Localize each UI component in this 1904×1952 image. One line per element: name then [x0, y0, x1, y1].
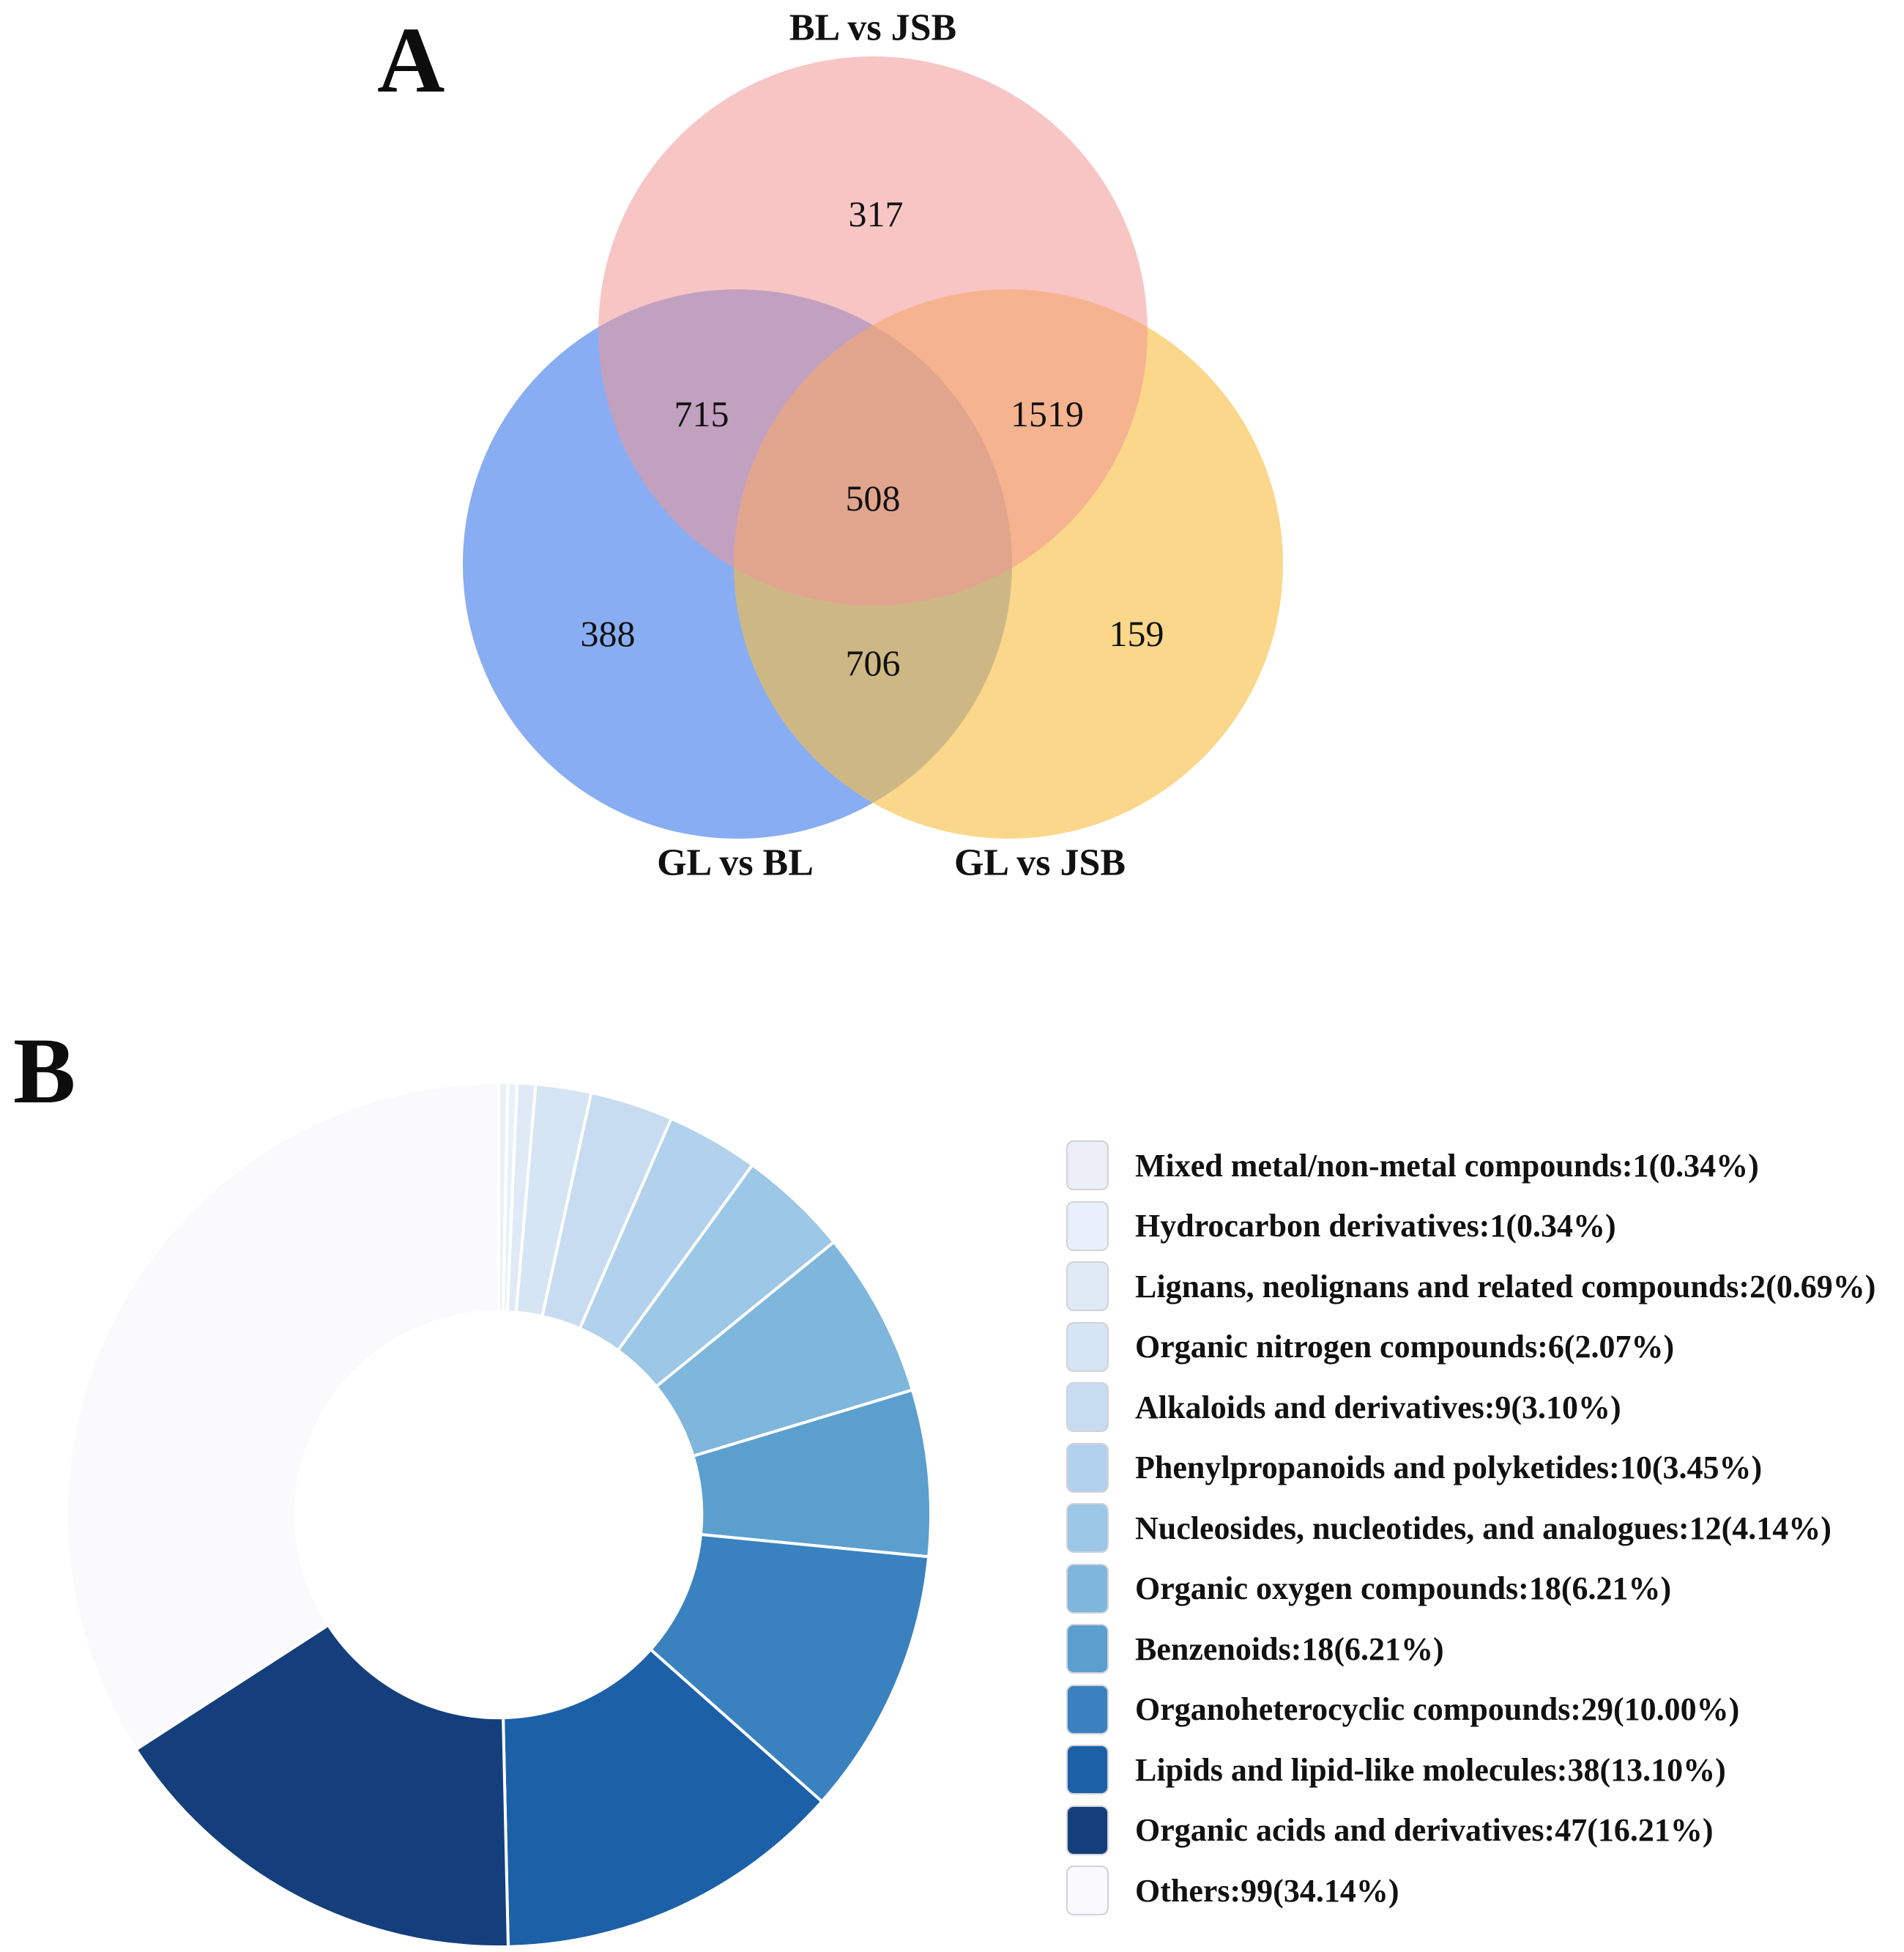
venn-count-all-three: 508: [845, 478, 901, 519]
legend-item-benzenoids: Benzenoids:18(6.21%): [1066, 1623, 1444, 1674]
venn-count-bl-jsb-and-gl-jsb: 1519: [1011, 393, 1084, 434]
legend-label-organoheterocyclic-compounds: Organoheterocyclic compounds:29(10.00%): [1135, 1691, 1740, 1727]
venn-count-bl-jsb-and-gl-bl: 715: [674, 393, 729, 434]
legend-item-organoheterocyclic-compounds: Organoheterocyclic compounds:29(10.00%): [1066, 1684, 1739, 1735]
legend-label-others: Others:99(34.14%): [1135, 1872, 1399, 1909]
legend-swatch-phenylpropanoids-and-polyketides: [1066, 1442, 1109, 1493]
venn-set-label-gl-vs-bl: GL vs BL: [657, 842, 814, 884]
legend-swatch-others: [1066, 1866, 1109, 1915]
legend-item-alkaloids-and-derivatives: Alkaloids and derivatives:9(3.10%): [1066, 1381, 1621, 1433]
legend-swatch-lignans-neolignans-and-related-compounds: [1066, 1261, 1109, 1311]
legend-swatch-organic-oxygen-compounds: [1066, 1563, 1109, 1614]
legend-item-lipids-and-lipid-like-molecules: Lipids and lipid-like molecules:38(13.10…: [1066, 1744, 1726, 1795]
donut-slices-group: [65, 1080, 932, 1948]
venn-count-gl-bl-and-gl-jsb: 706: [845, 642, 901, 683]
legend-item-others: Others:99(34.14%): [1066, 1865, 1399, 1916]
donut-chart: [65, 1080, 932, 1948]
legend-swatch-organic-acids-and-derivatives: [1066, 1805, 1109, 1855]
donut-slice-organic-acids-and-derivatives: [134, 1623, 510, 1948]
legend-item-hydrocarbon-derivatives: Hydrocarbon derivatives:1(0.34%): [1066, 1200, 1616, 1252]
legend-swatch-organoheterocyclic-compounds: [1066, 1684, 1109, 1734]
venn-count-gl-bl-only: 388: [580, 613, 636, 654]
legend-item-organic-nitrogen-compounds: Organic nitrogen compounds:6(2.07%): [1066, 1321, 1674, 1373]
legend-item-mixed-metal-non-metal-compounds: Mixed metal/non-metal compounds:1(0.34%): [1066, 1140, 1759, 1191]
legend-label-phenylpropanoids-and-polyketides: Phenylpropanoids and polyketides:10(3.45…: [1135, 1450, 1763, 1485]
legend-label-organic-acids-and-derivatives: Organic acids and derivatives:47(16.21%): [1135, 1812, 1714, 1848]
legend-label-mixed-metal-non-metal-compounds: Mixed metal/non-metal compounds:1(0.34%): [1135, 1147, 1759, 1184]
panel-a-label: A: [377, 8, 445, 112]
legend-label-nucleosides-nucleotides-and-analogues: Nucleosides, nucleotides, and analogues:…: [1135, 1510, 1832, 1546]
donut-slice-others: [65, 1081, 500, 1751]
legend-item-lignans-neolignans-and-related-compounds: Lignans, neolignans and related compound…: [1066, 1261, 1875, 1312]
legend-swatch-benzenoids: [1066, 1624, 1109, 1674]
legend-swatch-organic-nitrogen-compounds: [1066, 1321, 1109, 1372]
legend-item-organic-acids-and-derivatives: Organic acids and derivatives:47(16.21%): [1066, 1805, 1714, 1856]
donut-slice-lipids-and-lipid-like-molecules: [502, 1648, 824, 1948]
legend-item-phenylpropanoids-and-polyketides: Phenylpropanoids and polyketides:10(3.45…: [1066, 1442, 1762, 1493]
venn-count-gl-jsb-only: 159: [1109, 613, 1164, 654]
legend-label-organic-nitrogen-compounds: Organic nitrogen compounds:6(2.07%): [1135, 1329, 1675, 1365]
legend-item-nucleosides-nucleotides-and-analogues: Nucleosides, nucleotides, and analogues:…: [1066, 1502, 1832, 1554]
venn-count-bl-jsb-only: 317: [848, 193, 904, 234]
legend-label-lipids-and-lipid-like-molecules: Lipids and lipid-like molecules:38(13.10…: [1135, 1751, 1726, 1788]
venn-circle-bl-vs-jsb: [598, 56, 1148, 606]
legend-swatch-lipids-and-lipid-like-molecules: [1066, 1745, 1109, 1795]
venn-set-label-gl-vs-jsb: GL vs JSB: [953, 842, 1126, 884]
legend-label-alkaloids-and-derivatives: Alkaloids and derivatives:9(3.10%): [1135, 1389, 1621, 1425]
legend-label-hydrocarbon-derivatives: Hydrocarbon derivatives:1(0.34%): [1135, 1208, 1616, 1244]
legend-label-organic-oxygen-compounds: Organic oxygen compounds:18(6.21%): [1135, 1570, 1672, 1606]
donut-slice-organoheterocyclic-compounds: [649, 1532, 931, 1803]
donut-legend: Mixed metal/non-metal compounds:1(0.34%)…: [1066, 1140, 1901, 1931]
legend-swatch-alkaloids-and-derivatives: [1066, 1382, 1109, 1432]
legend-label-lignans-neolignans-and-related-compounds: Lignans, neolignans and related compound…: [1135, 1268, 1876, 1305]
legend-label-benzenoids: Benzenoids:18(6.21%): [1135, 1630, 1444, 1667]
legend-swatch-mixed-metal-non-metal-compounds: [1066, 1140, 1109, 1190]
venn-set-label-bl-vs-jsb: BL vs JSB: [789, 7, 957, 49]
legend-item-organic-oxygen-compounds: Organic oxygen compounds:18(6.21%): [1066, 1563, 1671, 1614]
panel-b-label: B: [13, 1019, 76, 1123]
venn-diagram: [463, 56, 1283, 839]
legend-swatch-nucleosides-nucleotides-and-analogues: [1066, 1503, 1109, 1553]
legend-swatch-hydrocarbon-derivatives: [1066, 1200, 1109, 1251]
